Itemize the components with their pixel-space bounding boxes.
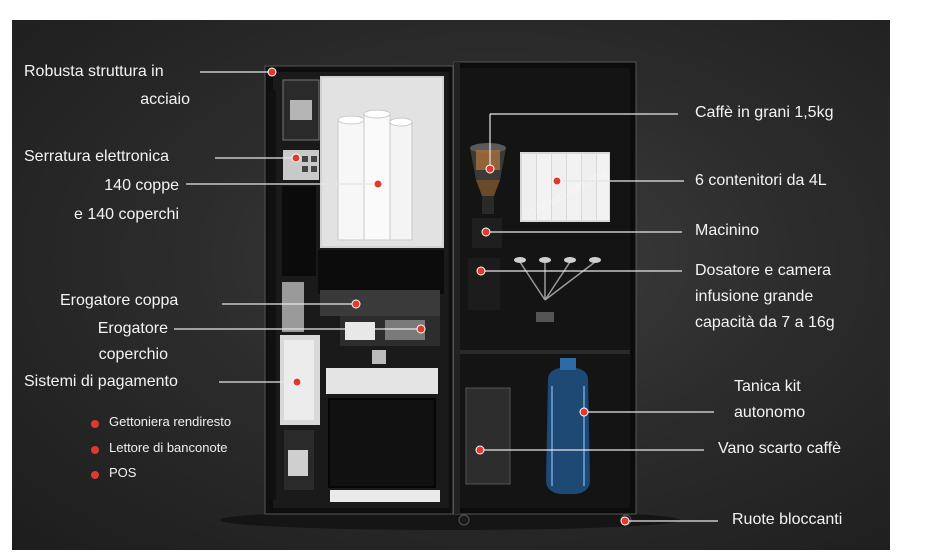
label-dosatore-3: capacità da 7 a 16g	[695, 314, 835, 331]
marker-dot	[475, 445, 485, 455]
marker-dot	[291, 153, 301, 163]
label-robusta-2: acciaio	[140, 91, 190, 108]
label-contenitori: 6 contenitori da 4L	[695, 172, 827, 189]
label-macinino: Macinino	[695, 222, 760, 239]
marker-dot	[351, 299, 361, 309]
label-dosatore: Dosatore e camera	[695, 262, 832, 279]
leader-lines	[174, 71, 718, 522]
marker-dot	[292, 377, 302, 387]
marker-dot	[476, 266, 486, 276]
bullet-dot	[91, 471, 99, 479]
label-dosatore-2: infusione grande	[695, 288, 814, 305]
bullet-dot	[91, 420, 99, 428]
label-coppe: 140 coppe	[104, 177, 179, 194]
label-vano: Vano scarto caffè	[718, 440, 842, 457]
marker-dot	[620, 516, 630, 526]
floor-shadow	[220, 510, 680, 530]
label-pagamento: Sistemi di pagamento	[24, 373, 178, 390]
marker-dot	[267, 67, 277, 77]
label-erogatore-coperchio-2: coperchio	[98, 346, 168, 363]
label-erogatore-coperchio: Erogatore	[97, 320, 168, 337]
label-caffe: Caffè in grani 1,5kg	[695, 104, 834, 121]
payment-item: Lettore di banconote	[109, 440, 228, 455]
marker-dot	[373, 179, 383, 189]
marker-dots	[267, 67, 630, 526]
label-erogatore-coppa: Erogatore coppa	[60, 292, 179, 309]
marker-dot	[481, 227, 491, 237]
right-cabinet	[453, 61, 637, 526]
label-tanica: Tanica kit	[734, 378, 801, 395]
label-ruote: Ruote bloccanti	[732, 511, 843, 528]
label-coperchi: e 140 coperchi	[74, 206, 179, 223]
label-robusta: Robusta struttura in	[24, 63, 164, 80]
payment-item: Gettoniera rendiresto	[109, 414, 232, 429]
marker-dot	[552, 176, 562, 186]
bullet-dot	[91, 446, 99, 454]
left-cabinet	[264, 65, 454, 515]
label-serratura: Serratura elettronica	[24, 148, 169, 165]
marker-dot	[579, 407, 589, 417]
marker-dot	[416, 324, 426, 334]
payment-item: POS	[109, 465, 137, 480]
marker-dot	[485, 164, 495, 174]
label-tanica-2: autonomo	[734, 404, 806, 421]
